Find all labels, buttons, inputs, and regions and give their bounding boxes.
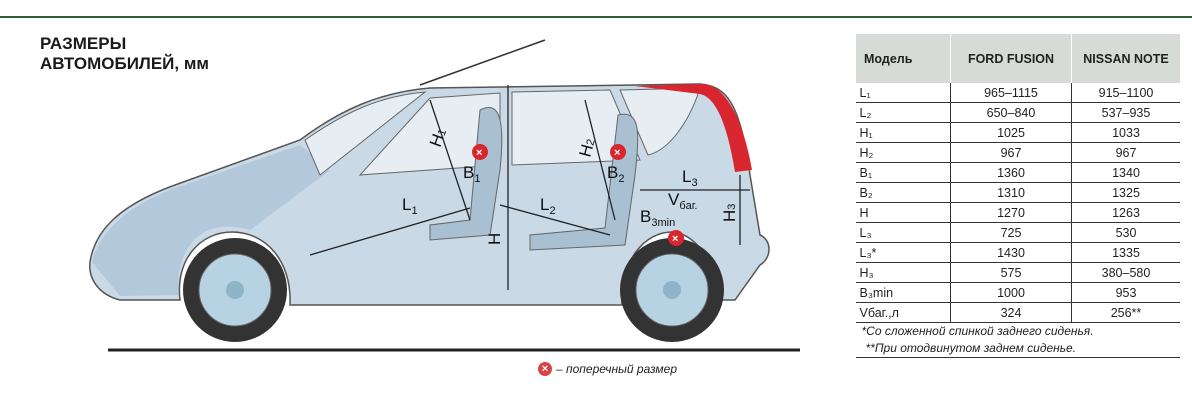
front-seat — [429, 107, 503, 241]
param-cell: H — [855, 202, 951, 223]
svg-text:×: × — [672, 233, 678, 245]
nissan-cell: 1263 — [1071, 202, 1180, 223]
rear-pillar-accent — [635, 84, 752, 172]
label-h1: H1 — [426, 126, 450, 150]
windshield — [304, 91, 427, 176]
cross-icon: × — [538, 362, 552, 376]
label-v-bag: Vбaг. — [668, 190, 698, 212]
legend-text: – поперечный размер — [556, 362, 677, 376]
footnote-2: **При отодвинутом заднем сиденье. — [865, 341, 1077, 355]
nissan-cell: 537–935 — [1071, 102, 1180, 123]
svg-text:×: × — [476, 147, 482, 159]
side-window-rear — [511, 89, 641, 166]
param-cell: Vбаг.,л — [855, 302, 951, 323]
nissan-cell: 967 — [1071, 142, 1180, 163]
nissan-cell: 530 — [1071, 222, 1180, 243]
nissan-cell: 1340 — [1071, 162, 1180, 183]
header-model: Модель — [855, 34, 951, 83]
nissan-cell: 953 — [1071, 282, 1180, 303]
ford-cell: 1360 — [950, 162, 1072, 183]
title-line-2: АВТОМОБИЛЕЙ, мм — [40, 54, 209, 73]
label-l3: L3 — [682, 167, 698, 189]
nissan-cell: 1325 — [1071, 182, 1180, 203]
footnotes: *Со сложенной спинкой заднего сиденья. *… — [855, 322, 1180, 358]
ford-cell: 965–1115 — [950, 83, 1072, 103]
hood-shade — [92, 145, 330, 296]
label-l2: L2 — [540, 195, 556, 217]
footnote-1: *Со сложенной спинкой заднего сиденья. — [861, 324, 1094, 338]
param-cell: L₂ — [855, 102, 951, 123]
param-cell: H₃ — [855, 262, 951, 283]
nissan-cell: 1335 — [1071, 242, 1180, 263]
param-cell: H₁ — [855, 122, 951, 143]
label-h: H — [485, 233, 504, 245]
ford-cell: 1270 — [950, 202, 1072, 223]
antenna — [419, 39, 546, 86]
nissan-cell: 1033 — [1071, 122, 1180, 143]
param-cell: B₁ — [855, 162, 951, 183]
ford-cell: 324 — [950, 302, 1072, 323]
ford-cell: 650–840 — [950, 102, 1072, 123]
param-cell: L₃ — [855, 222, 951, 243]
nissan-cell: 915–1100 — [1071, 83, 1180, 103]
label-h2: H2 — [576, 136, 599, 159]
front-wheel — [183, 238, 287, 342]
ford-cell: 1000 — [950, 282, 1072, 303]
label-h3: H3 — [720, 204, 739, 222]
top-divider — [0, 16, 1192, 18]
car-diagram: × × × H1 H2 B1 B2 L1 L2 L3 H H3 B3min Vб… — [89, 39, 800, 352]
header-nissan: NISSAN NOTE — [1071, 34, 1180, 83]
label-l1: L1 — [402, 195, 418, 217]
label-b3min: B3min — [640, 207, 675, 229]
param-cell: L₁ — [855, 83, 951, 103]
rear-wheel — [620, 238, 724, 342]
param-cell: B₂ — [855, 182, 951, 203]
ford-cell: 1310 — [950, 182, 1072, 203]
page-title: РАЗМЕРЫ АВТОМОБИЛЕЙ, мм — [40, 34, 209, 74]
rear-seat — [529, 113, 639, 251]
ford-cell: 575 — [950, 262, 1072, 283]
label-b2: B2 — [607, 163, 624, 185]
ford-cell: 1430 — [950, 242, 1072, 263]
cross-marks: × × × — [472, 144, 684, 246]
title-line-1: РАЗМЕРЫ — [40, 34, 127, 53]
ford-cell: 967 — [950, 142, 1072, 163]
header-ford: FORD FUSION — [950, 34, 1072, 83]
dimension-lines — [309, 85, 750, 290]
param-cell: H₂ — [855, 142, 951, 163]
ford-cell: 725 — [950, 222, 1072, 243]
nissan-cell: 380–580 — [1071, 262, 1180, 283]
label-b1: B1 — [463, 163, 480, 185]
svg-text:×: × — [614, 147, 620, 159]
legend: × – поперечный размер — [538, 362, 677, 376]
nissan-cell: 256** — [1071, 302, 1180, 323]
param-cell: L₃* — [855, 242, 951, 263]
param-cell: B₃min — [855, 282, 951, 303]
ford-cell: 1025 — [950, 122, 1072, 143]
